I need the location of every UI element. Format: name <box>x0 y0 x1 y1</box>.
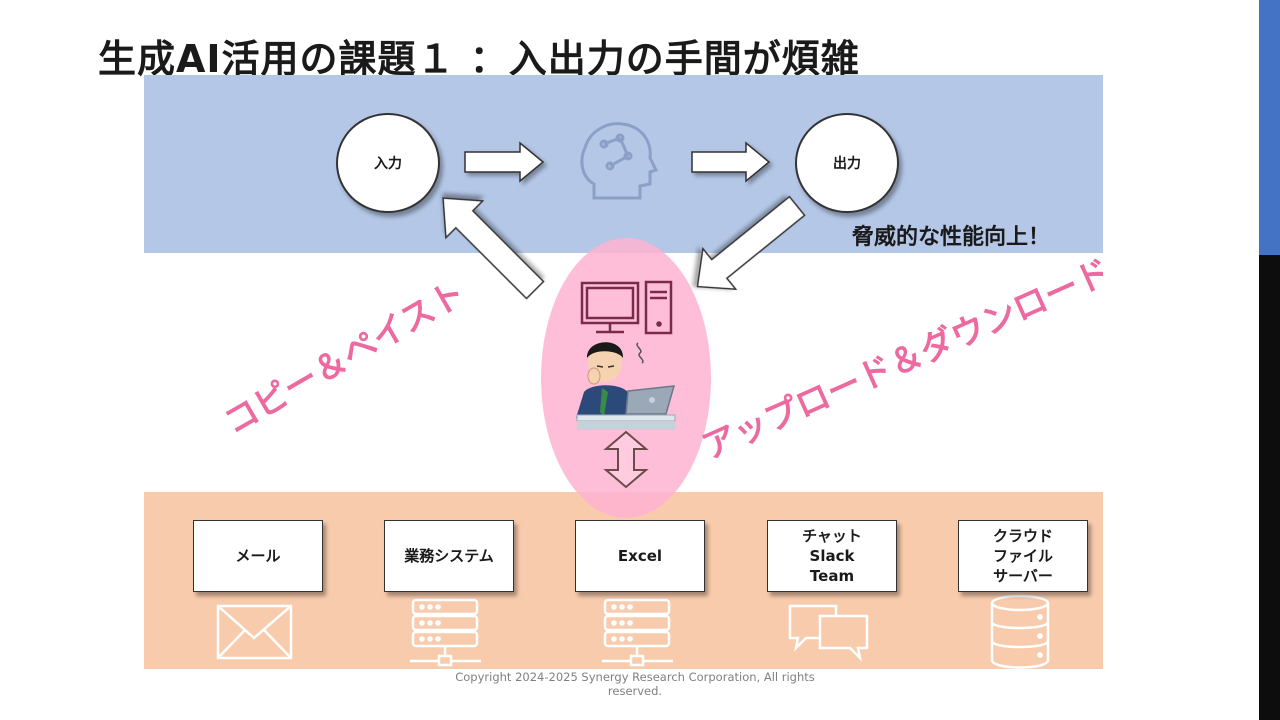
troubled-office-worker-icon <box>576 342 676 430</box>
server-rack-icon-1 <box>410 598 481 667</box>
output-label: 出力 <box>833 156 861 172</box>
system-box-cloud-file-server: クラウド ファイル サーバー <box>958 520 1088 592</box>
ai-brain-icon <box>580 122 659 200</box>
arrow-input-to-ai <box>464 141 545 183</box>
side-dark-bar <box>1259 255 1280 720</box>
page-title: 生成AI活用の課題１ ：入出力の手間が煩雑 <box>98 37 860 81</box>
database-icon <box>990 594 1050 669</box>
system-box-mail: メール <box>193 520 323 592</box>
input-label: 入力 <box>374 156 402 172</box>
arrow-ai-to-output <box>691 141 771 183</box>
output-node: 出力 <box>795 113 899 213</box>
server-rack-icon-2 <box>602 598 673 667</box>
side-accent-bar <box>1259 0 1280 255</box>
performance-callout: 脅威的な性能向上！ <box>852 225 1051 250</box>
system-box-chat: チャット Slack Team <box>767 520 897 592</box>
arrow-worker-to-input <box>442 197 545 300</box>
desktop-computer-icon <box>580 280 673 335</box>
envelope-icon <box>216 604 293 660</box>
worker-highlight <box>541 238 711 518</box>
system-box-excel: Excel <box>575 520 705 592</box>
chat-bubbles-icon <box>788 604 869 662</box>
copyright-footer: Copyright 2024-2025 Synergy Research Cor… <box>455 670 815 698</box>
bidirectional-arrow <box>603 430 649 489</box>
ai-flow-band <box>144 75 1103 253</box>
arrow-output-to-worker <box>696 195 806 291</box>
input-node: 入力 <box>336 113 440 213</box>
system-box-business-system: 業務システム <box>384 520 514 592</box>
